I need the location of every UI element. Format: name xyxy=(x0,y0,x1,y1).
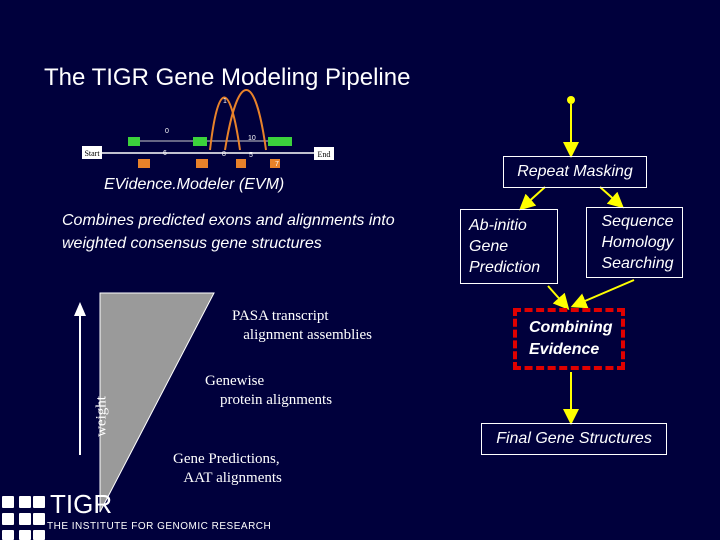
flow-arrow xyxy=(547,285,570,310)
evm-gene-graph: Start End 0 10 6 8 5 7 1 xyxy=(82,89,334,168)
flow-arrow xyxy=(519,186,546,211)
weight-axis-label: weight xyxy=(93,396,110,437)
weight-triangle xyxy=(99,292,215,513)
exon-orange xyxy=(138,159,150,168)
gene-predictions-label: Gene Predictions, AAT alignments xyxy=(173,451,282,486)
exon-green xyxy=(128,137,140,146)
weight-arrowhead xyxy=(74,302,86,316)
final-gene-structures-label: Final Gene Structures xyxy=(496,430,652,447)
exon-orange xyxy=(236,159,246,168)
repeat-masking-box: Repeat Masking xyxy=(503,156,647,188)
exon-green xyxy=(268,137,292,146)
homology-label: Sequence Homology Searching xyxy=(601,213,674,272)
pasa-label: PASA transcript alignment assemblies xyxy=(232,308,372,343)
institute-name: THE INSTITUTE FOR GENOMIC RESEARCH xyxy=(47,521,272,532)
ab-initio-label: Ab-initio Gene Prediction xyxy=(469,217,541,276)
flow-arrow xyxy=(599,186,624,209)
graph-number: 6 xyxy=(163,150,167,157)
end-label: End xyxy=(318,150,331,159)
combining-evidence-box: Combining Evidence xyxy=(513,308,625,370)
exon-orange xyxy=(196,159,208,168)
tigr-logo-text: TIGR xyxy=(50,489,113,519)
flow-arrow xyxy=(570,279,635,309)
slide-title: The TIGR Gene Modeling Pipeline xyxy=(44,64,411,91)
graph-number: 1 xyxy=(223,98,227,105)
start-label: Start xyxy=(84,149,100,158)
intron-arc xyxy=(224,89,267,151)
graph-number: 5 xyxy=(249,152,253,159)
intron-arc xyxy=(209,96,241,151)
evm-description: Combines predicted exons and alignments … xyxy=(62,212,395,252)
graph-number: 0 xyxy=(165,128,169,135)
exon-orange xyxy=(270,159,280,168)
tigr-logo-mark xyxy=(2,496,45,540)
repeat-masking-label: Repeat Masking xyxy=(517,163,633,180)
evm-label: EVidence.Modeler (EVM) xyxy=(104,176,285,193)
genewise-label: Genewise protein alignments xyxy=(205,373,333,408)
exon-green xyxy=(193,137,207,146)
graph-number: 7 xyxy=(275,161,279,168)
homology-box: Sequence Homology Searching xyxy=(586,207,683,278)
combining-evidence-label: Combining Evidence xyxy=(529,319,613,358)
graph-number: 8 xyxy=(222,151,226,158)
flow-start-dot xyxy=(567,96,575,104)
start-node xyxy=(82,146,102,159)
final-gene-structures-box: Final Gene Structures xyxy=(481,423,667,455)
end-node xyxy=(314,147,334,160)
graph-number: 10 xyxy=(248,135,256,142)
ab-initio-box: Ab-initio Gene Prediction xyxy=(460,209,558,284)
